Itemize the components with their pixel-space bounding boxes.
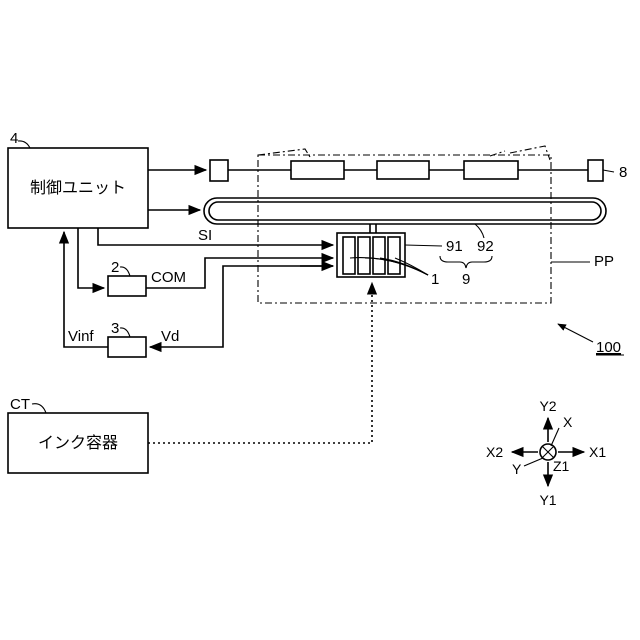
control-unit-label: 制御ユニット <box>30 178 126 197</box>
roller-2 <box>377 161 429 179</box>
ink-supply-line <box>148 283 372 443</box>
axis-z1-label: Z1 <box>553 458 570 474</box>
ink-container-ref: CT <box>10 396 30 413</box>
axis-x-leader <box>551 428 559 446</box>
ref-9: 9 <box>462 271 470 288</box>
axis-y2-label: Y2 <box>539 398 556 414</box>
carriage-range-mark-left <box>258 149 310 157</box>
vinf-label: Vinf <box>68 328 94 345</box>
head-chip-3 <box>373 237 385 274</box>
ref-8-leader <box>603 170 614 172</box>
ref-100-arrow <box>558 324 593 342</box>
si-label: SI <box>198 227 212 244</box>
head-chip-4 <box>388 237 400 274</box>
head-chip-2 <box>358 237 370 274</box>
ref-1: 1 <box>431 271 439 288</box>
ref-pp: PP <box>594 253 614 270</box>
ref-92-leader <box>475 224 484 238</box>
axis-y-label: Y <box>512 461 522 477</box>
axis-y-leader <box>524 458 543 466</box>
transport-belt-inner <box>209 202 601 220</box>
ref-92: 92 <box>477 238 494 255</box>
ref-9-brace <box>440 256 492 268</box>
ref-2-leader <box>120 267 130 276</box>
head-chip-1 <box>343 237 355 274</box>
com-label: COM <box>151 269 186 286</box>
ink-container-label: インク容器 <box>38 433 118 452</box>
axis-y1-label: Y1 <box>539 492 556 508</box>
ref-8: 8 <box>619 164 627 181</box>
ref-2: 2 <box>111 259 119 276</box>
control-unit-leader <box>18 141 30 148</box>
ref-91-leader <box>405 245 442 246</box>
axis-x2-label: X2 <box>486 444 503 460</box>
ink-container-leader <box>32 404 46 413</box>
roller-1 <box>291 161 344 179</box>
si-line <box>98 228 333 245</box>
axis-x1-label: X1 <box>589 444 606 460</box>
conveyor-end-block-left <box>210 160 228 181</box>
drive-signal-generator <box>108 276 146 296</box>
control-unit-ref: 4 <box>10 130 18 147</box>
voltage-detector <box>108 337 146 357</box>
ref-3: 3 <box>111 320 119 337</box>
conveyor-end-block-right <box>588 160 603 181</box>
control-to-com-line <box>78 228 104 288</box>
carriage-range-mark-right <box>510 146 550 160</box>
ref-91: 91 <box>446 238 463 255</box>
roller-3 <box>464 161 518 179</box>
ref-100: 100 <box>596 339 621 356</box>
vd-label: Vd <box>161 328 179 345</box>
ref-3-leader <box>120 328 130 337</box>
axis-x-label: X <box>563 414 573 430</box>
